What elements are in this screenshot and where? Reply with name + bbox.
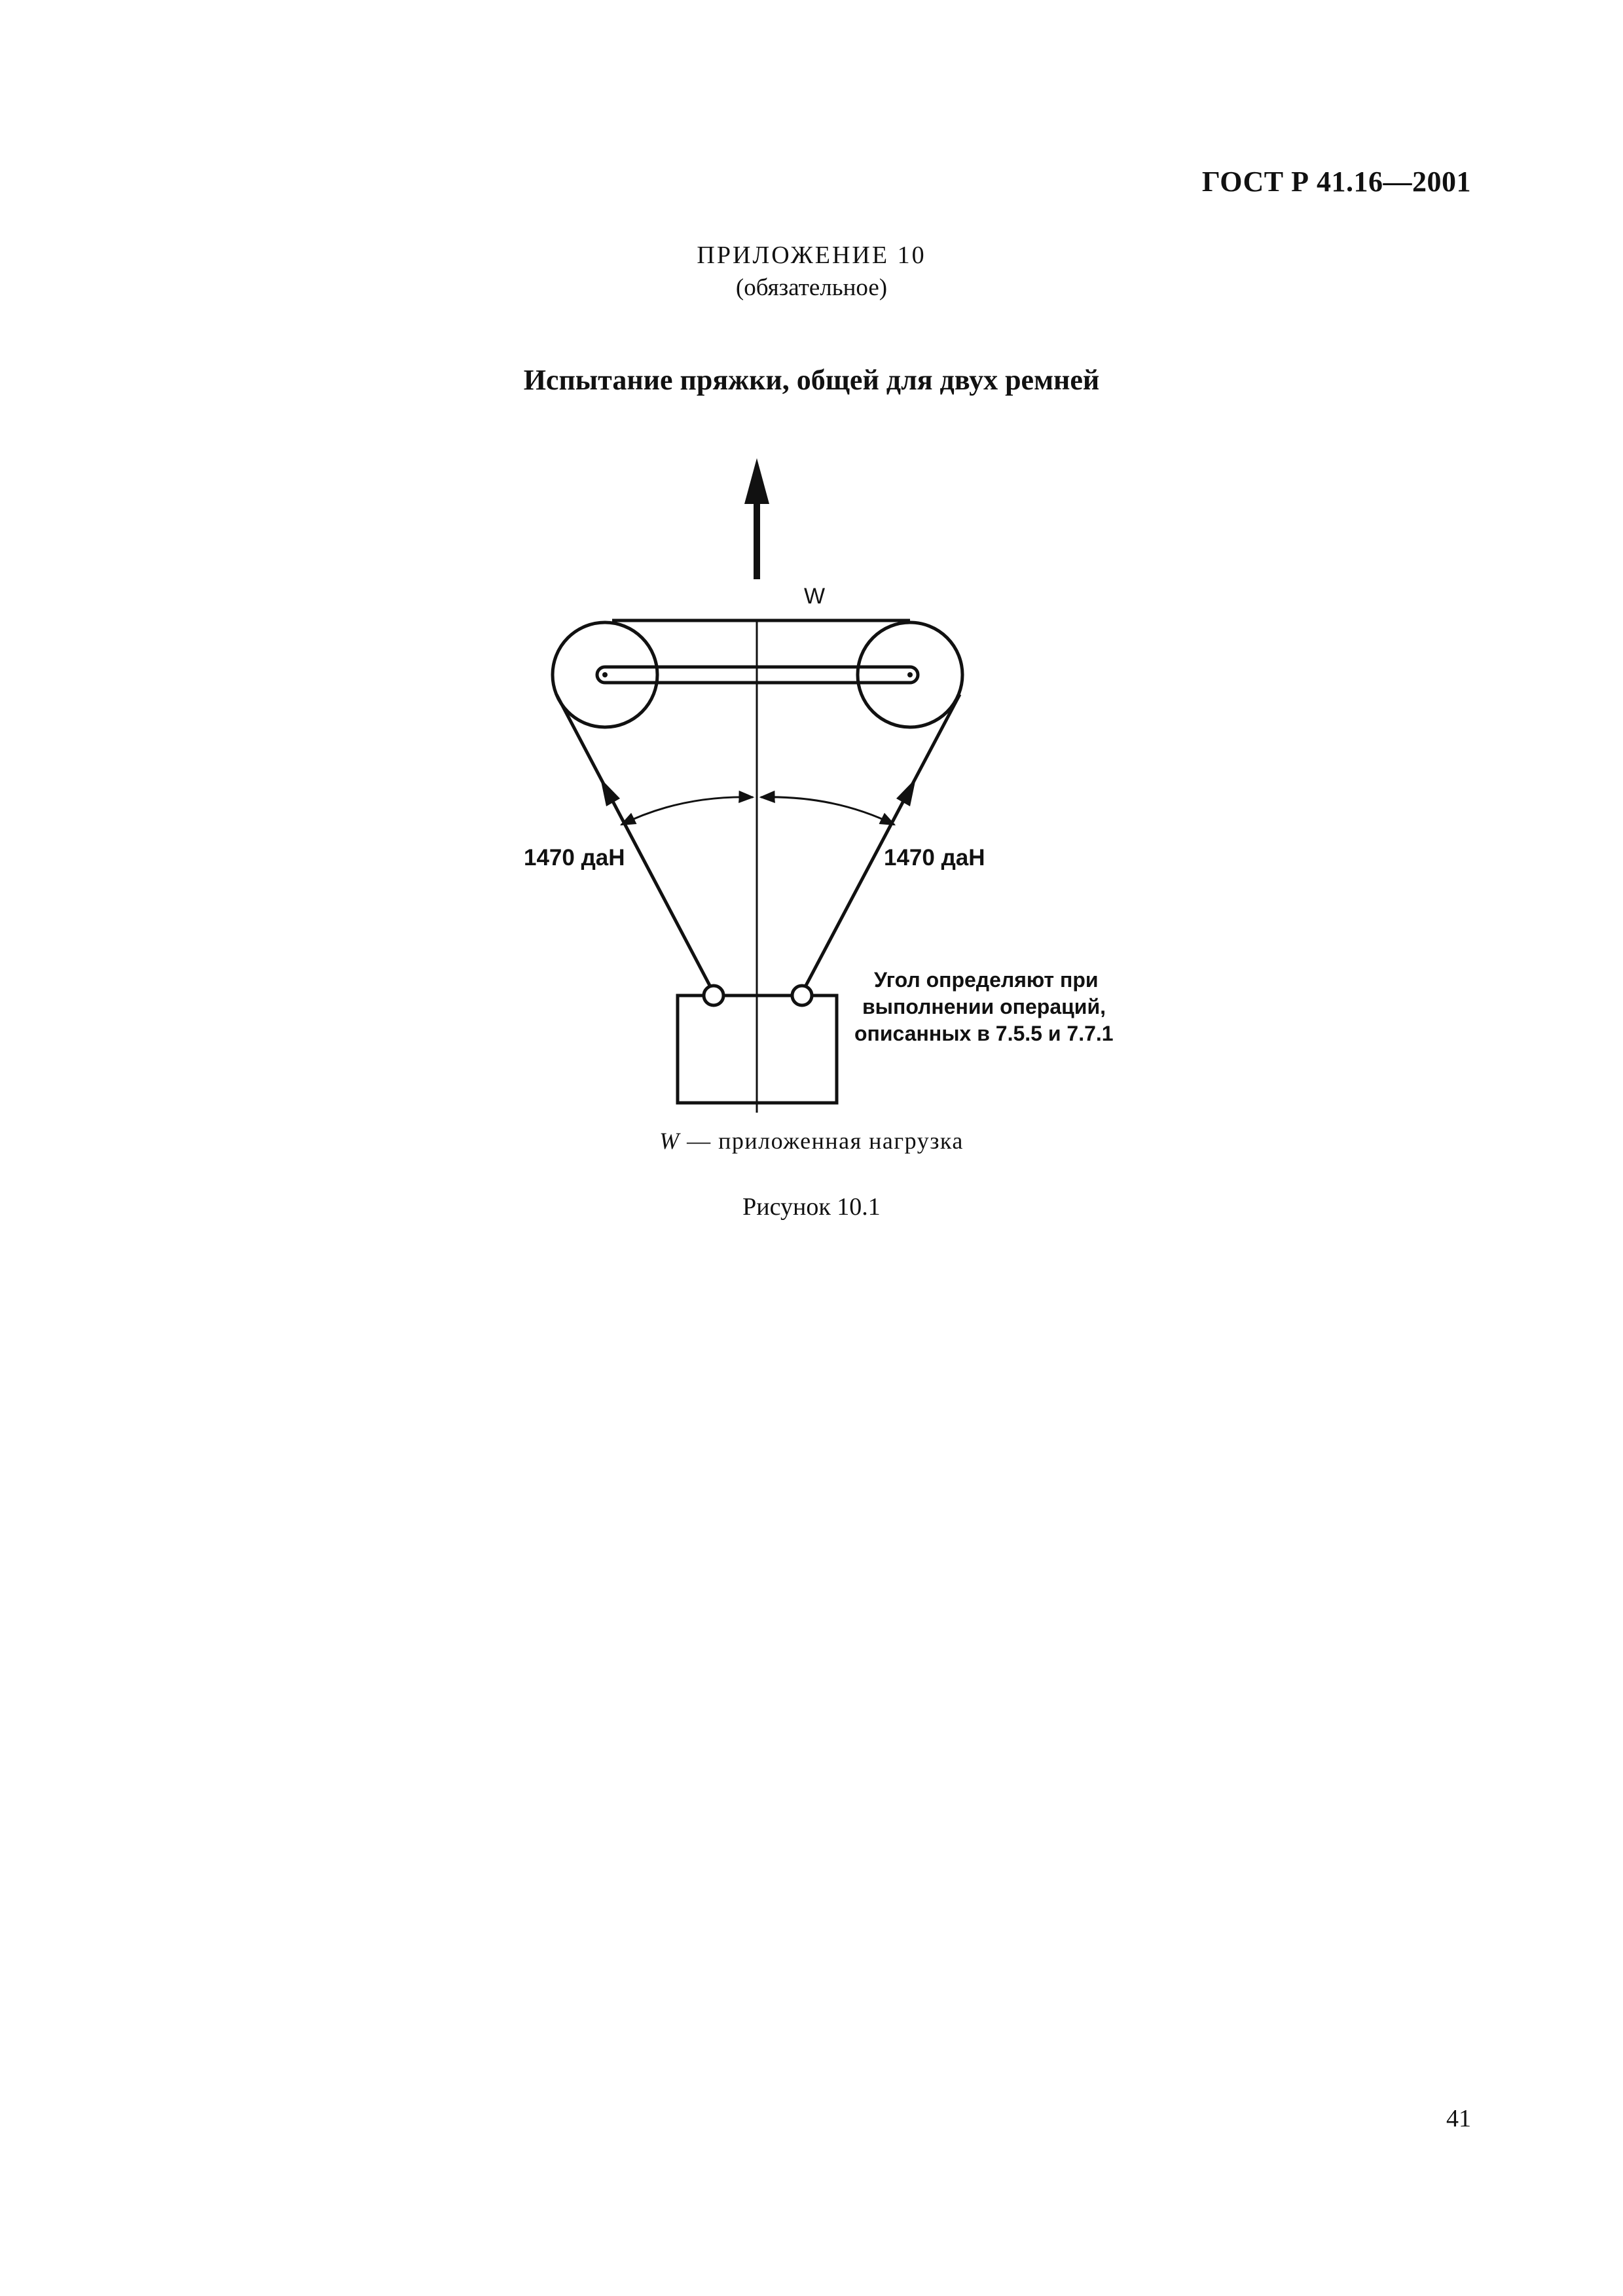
standard-code: ГОСТ Р 41.16—2001 [1201, 166, 1471, 198]
legend-text: — приложенная нагрузка [680, 1128, 964, 1154]
angle-note-line-2: выполнении операций, [862, 995, 1106, 1018]
right-roller [856, 620, 964, 729]
left-force-arrow-head [600, 778, 620, 806]
page-number: 41 [1446, 2105, 1471, 2132]
section-title: Испытание пряжки, общей для двух ремней [523, 364, 1100, 396]
angle-note-line-3: описанных в 7.5.5 и 7.7.1 [854, 1022, 1114, 1045]
load-symbol-label: W [804, 584, 825, 609]
right-force-arrow-head [896, 778, 916, 806]
right-buckle-point [790, 984, 814, 1007]
annex-type: (обязательное) [735, 274, 888, 301]
legend-symbol: W [659, 1128, 680, 1154]
left-angle-arc [619, 790, 755, 826]
figure-legend: W — приложенная нагрузка [0, 1127, 1623, 1155]
figure-caption: Рисунок 10.1 [742, 1193, 881, 1221]
load-arrow-head [744, 458, 769, 504]
annex-title: ПРИЛОЖЕНИЕ 10 [697, 242, 926, 269]
left-roller [551, 620, 659, 729]
angle-note-line-1: Угол определяют при [874, 968, 1099, 992]
left-buckle-point [702, 984, 725, 1007]
right-pin [907, 672, 913, 677]
right-force-label: 1470 даН [884, 845, 985, 870]
right-angle-arc [759, 790, 896, 826]
left-pin [602, 672, 608, 677]
left-belt [555, 693, 716, 994]
right-belt [800, 693, 962, 994]
left-force-label: 1470 даН [524, 845, 625, 870]
buckle-body [676, 994, 839, 1105]
connecting-bar [595, 665, 920, 685]
